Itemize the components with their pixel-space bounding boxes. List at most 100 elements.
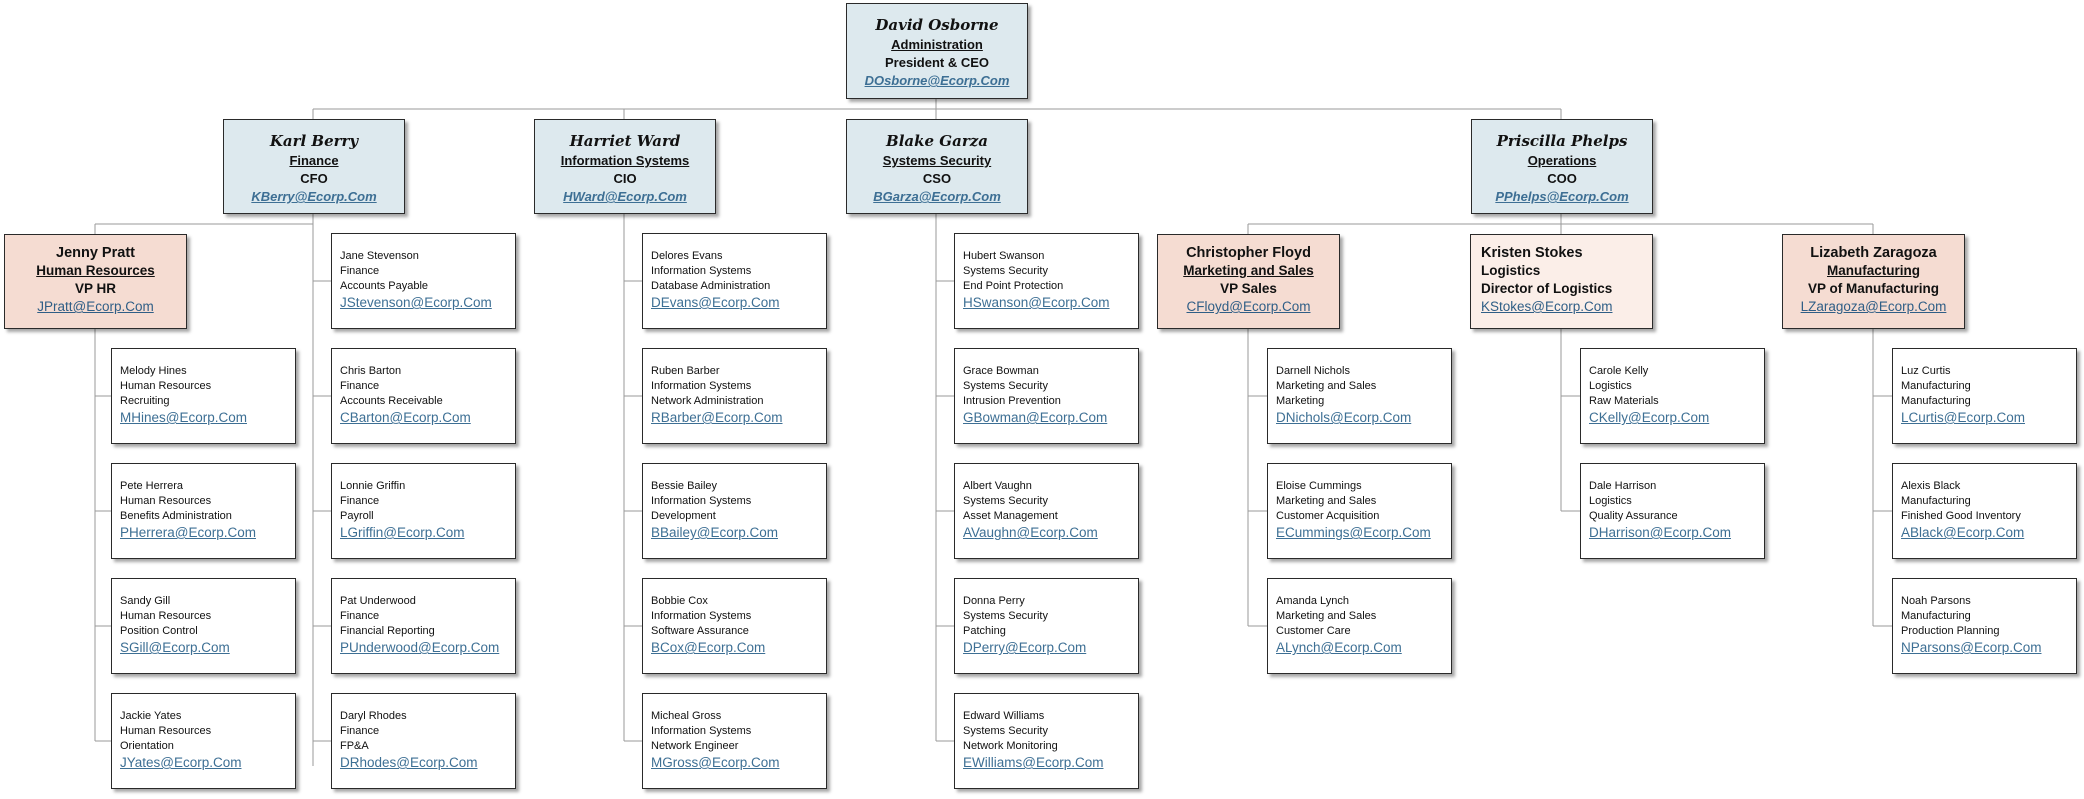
vp-box-logistics[interactable]: Kristen Stokes Logistics Director of Log… (1470, 234, 1653, 329)
employee-card[interactable]: Grace Bowman Systems Security Intrusion … (954, 348, 1139, 444)
employee-card[interactable]: Chris Barton Finance Accounts Receivable… (331, 348, 516, 444)
email-link[interactable]: MGross@Ecorp.Com (651, 755, 780, 770)
employee-card[interactable]: Albert Vaughn Systems Security Asset Man… (954, 463, 1139, 559)
employee-card[interactable]: Lonnie Griffin Finance Payroll LGriffin@… (331, 463, 516, 559)
employee-role: Network Monitoring (963, 740, 1058, 752)
employee-card[interactable]: Delores Evans Information Systems Databa… (642, 233, 827, 329)
email-link[interactable]: CFloyd@Ecorp.Com (1186, 299, 1311, 314)
email-link[interactable]: PHerrera@Ecorp.Com (120, 525, 256, 540)
email-link[interactable]: EWilliams@Ecorp.Com (963, 755, 1104, 770)
employee-card[interactable]: Pete Herrera Human Resources Benefits Ad… (111, 463, 296, 559)
employee-card[interactable]: Ruben Barber Information Systems Network… (642, 348, 827, 444)
employee-role: Network Administration (651, 395, 764, 407)
email-link[interactable]: CKelly@Ecorp.Com (1589, 410, 1710, 425)
email-link[interactable]: AVaughn@Ecorp.Com (963, 525, 1098, 540)
email-link[interactable]: JPratt@Ecorp.Com (37, 299, 154, 314)
employee-name: Albert Vaughn (963, 480, 1032, 492)
department-label: Manufacturing (1827, 263, 1920, 278)
employee-name: Delores Evans (651, 250, 723, 262)
employee-card[interactable]: Melody Hines Human Resources Recruiting … (111, 348, 296, 444)
email-link[interactable]: HWard@Ecorp.Com (563, 189, 687, 204)
employee-card[interactable]: Eloise Cummings Marketing and Sales Cust… (1267, 463, 1452, 559)
employee-card[interactable]: Luz Curtis Manufacturing Manufacturing L… (1892, 348, 2077, 444)
email-link[interactable]: JStevenson@Ecorp.Com (340, 295, 492, 310)
email-link[interactable]: LZaragoza@Ecorp.Com (1800, 299, 1947, 314)
employee-department: Information Systems (651, 610, 752, 622)
employee-card[interactable]: Jackie Yates Human Resources Orientation… (111, 693, 296, 789)
employee-card[interactable]: Darnell Nichols Marketing and Sales Mark… (1267, 348, 1452, 444)
email-link[interactable]: DRhodes@Ecorp.Com (340, 755, 478, 770)
job-title: COO (1547, 171, 1577, 186)
employee-role: Financial Reporting (340, 625, 435, 637)
employee-card[interactable]: Sandy Gill Human Resources Position Cont… (111, 578, 296, 674)
vp-box-marketing[interactable]: Christopher Floyd Marketing and Sales VP… (1157, 234, 1340, 329)
employee-card[interactable]: Carole Kelly Logistics Raw Materials CKe… (1580, 348, 1765, 444)
email-link[interactable]: ECummings@Ecorp.Com (1276, 525, 1431, 540)
employee-card[interactable]: Amanda Lynch Marketing and Sales Custome… (1267, 578, 1452, 674)
email-link[interactable]: ABlack@Ecorp.Com (1901, 525, 2025, 540)
employee-card[interactable]: Micheal Gross Information Systems Networ… (642, 693, 827, 789)
email-link[interactable]: ALynch@Ecorp.Com (1276, 640, 1402, 655)
email-link[interactable]: SGill@Ecorp.Com (120, 640, 230, 655)
email-link[interactable]: PUnderwood@Ecorp.Com (340, 640, 500, 655)
email-link[interactable]: DOsborne@Ecorp.Com (864, 73, 1010, 88)
employee-role: Database Administration (651, 280, 771, 292)
email-link[interactable]: MHines@Ecorp.Com (120, 410, 247, 425)
employee-card[interactable]: Bobbie Cox Information Systems Software … (642, 578, 827, 674)
exec-box-cio[interactable]: Harriet Ward Information Systems CIO HWa… (534, 119, 716, 214)
email-link[interactable]: JYates@Ecorp.Com (120, 755, 242, 770)
employee-card[interactable]: Noah Parsons Manufacturing Production Pl… (1892, 578, 2077, 674)
department-label: Information Systems (560, 153, 690, 168)
employee-card[interactable]: Jane Stevenson Finance Accounts Payable … (331, 233, 516, 329)
person-name: Priscilla Phelps (1496, 132, 1628, 150)
exec-box-coo[interactable]: Priscilla Phelps Operations COO PPhelps@… (1471, 119, 1653, 214)
email-link[interactable]: LGriffin@Ecorp.Com (340, 525, 465, 540)
email-link[interactable]: LCurtis@Ecorp.Com (1901, 410, 2025, 425)
employee-department: Finance (340, 265, 380, 277)
employee-card[interactable]: Daryl Rhodes Finance FP&A DRhodes@Ecorp.… (331, 693, 516, 789)
email-link[interactable]: HSwanson@Ecorp.Com (963, 295, 1110, 310)
department-label: Systems Security (882, 153, 992, 168)
email-link[interactable]: DPerry@Ecorp.Com (963, 640, 1087, 655)
employee-department: Manufacturing (1901, 495, 1971, 507)
employee-name: Bessie Bailey (651, 480, 718, 492)
employee-name: Chris Barton (340, 365, 402, 377)
exec-box-cfo[interactable]: Karl Berry Finance CFO KBerry@Ecorp.Com (223, 119, 405, 214)
email-link[interactable]: BGarza@Ecorp.Com (873, 189, 1001, 204)
email-link[interactable]: KStokes@Ecorp.Com (1481, 299, 1613, 314)
email-link[interactable]: DEvans@Ecorp.Com (651, 295, 780, 310)
email-link[interactable]: PPhelps@Ecorp.Com (1495, 189, 1629, 204)
employee-name: Carole Kelly (1589, 365, 1649, 377)
employee-card[interactable]: Dale Harrison Logistics Quality Assuranc… (1580, 463, 1765, 559)
person-name: Lizabeth Zaragoza (1810, 245, 1937, 261)
vp-box-manufacturing[interactable]: Lizabeth Zaragoza Manufacturing VP of Ma… (1782, 234, 1965, 329)
email-link[interactable]: GBowman@Ecorp.Com (963, 410, 1108, 425)
email-link[interactable]: BCox@Ecorp.Com (651, 640, 766, 655)
email-link[interactable]: CBarton@Ecorp.Com (340, 410, 471, 425)
employee-role: Customer Acquisition (1276, 510, 1380, 522)
email-link[interactable]: BBailey@Ecorp.Com (651, 525, 778, 540)
email-link[interactable]: NParsons@Ecorp.Com (1901, 640, 2042, 655)
employee-department: Logistics (1589, 380, 1632, 392)
employee-department: Information Systems (651, 495, 752, 507)
employee-card[interactable]: Donna Perry Systems Security Patching DP… (954, 578, 1139, 674)
exec-box-cso[interactable]: Blake Garza Systems Security CSO BGarza@… (846, 119, 1028, 214)
employee-card[interactable]: Edward Williams Systems Security Network… (954, 693, 1139, 789)
email-link[interactable]: DNichols@Ecorp.Com (1276, 410, 1412, 425)
employee-name: Eloise Cummings (1276, 480, 1362, 492)
department-label: Marketing and Sales (1183, 263, 1314, 278)
vp-box-hr[interactable]: Jenny Pratt Human Resources VP HR JPratt… (4, 234, 187, 329)
employee-card[interactable]: Alexis Black Manufacturing Finished Good… (1892, 463, 2077, 559)
employee-card[interactable]: Bessie Bailey Information Systems Develo… (642, 463, 827, 559)
employee-card[interactable]: Hubert Swanson Systems Security End Poin… (954, 233, 1139, 329)
job-title: VP HR (74, 281, 116, 296)
email-link[interactable]: RBarber@Ecorp.Com (651, 410, 783, 425)
employee-department: Systems Security (963, 380, 1048, 392)
employee-department: Marketing and Sales (1276, 610, 1377, 622)
email-link[interactable]: KBerry@Ecorp.Com (251, 189, 377, 204)
ceo-box[interactable]: David Osborne Administration President &… (846, 3, 1028, 99)
job-title: Director of Logistics (1481, 281, 1613, 296)
email-link[interactable]: DHarrison@Ecorp.Com (1589, 525, 1731, 540)
employee-card[interactable]: Pat Underwood Finance Financial Reportin… (331, 578, 516, 674)
